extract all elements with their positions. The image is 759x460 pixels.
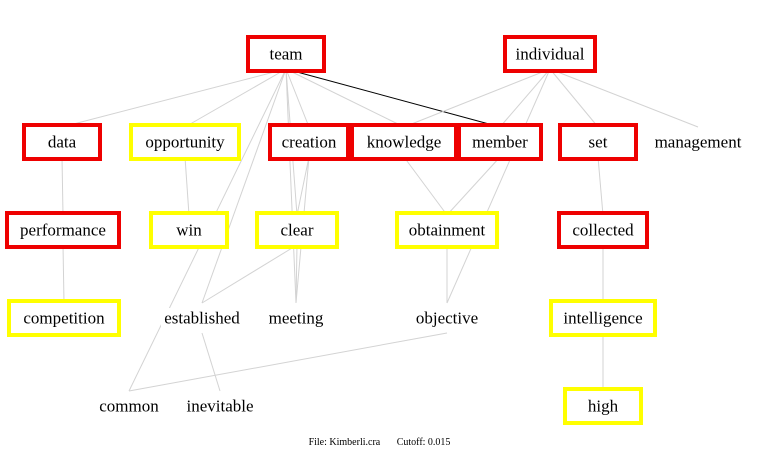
edge-individual-knowledge [403, 68, 551, 128]
edge-team-established [201, 68, 287, 304]
footer-file: File: Kimberli.cra [308, 437, 381, 448]
edge-individual-management [549, 68, 699, 128]
edge-member-obtainment [446, 156, 501, 216]
node-high: high [563, 387, 643, 425]
edge-individual-objective [446, 68, 551, 304]
node-label-knowledge: knowledge [367, 133, 442, 152]
edge-individual-set [549, 68, 599, 128]
nodes-layer: team individual data opportunity creation kno… [5, 35, 749, 425]
node-label-team: team [269, 45, 302, 64]
node-management: management [647, 132, 749, 152]
node-box-member [457, 123, 543, 161]
edge-objective-common [128, 332, 448, 392]
edge-creation-clear [296, 156, 310, 216]
node-obtainment: obtainment [395, 211, 499, 249]
node-label-collected: collected [572, 221, 634, 240]
node-backing-established [161, 308, 243, 328]
node-label-win: win [176, 221, 202, 240]
node-competition: competition [7, 299, 121, 337]
node-backing-common [96, 396, 162, 416]
node-label-competition: competition [23, 309, 105, 328]
node-box-competition [7, 299, 121, 337]
node-backing-inevitable [182, 396, 258, 416]
node-box-clear [255, 211, 339, 249]
edge-individual-member [499, 68, 551, 128]
node-objective: objective [409, 308, 485, 328]
node-label-clear: clear [280, 221, 313, 240]
edge-data-performance [61, 156, 64, 216]
node-label-obtainment: obtainment [409, 221, 486, 240]
node-box-data [22, 123, 102, 161]
node-box-opportunity [129, 123, 241, 161]
node-box-performance [5, 211, 121, 249]
node-box-set [558, 123, 638, 161]
node-box-knowledge [350, 123, 458, 161]
node-clear: clear [255, 211, 339, 249]
node-label-inevitable: inevitable [186, 397, 253, 416]
node-label-creation: creation [282, 133, 337, 152]
node-label-established: established [164, 309, 240, 328]
node-box-creation [268, 123, 350, 161]
node-backing-objective [409, 308, 485, 328]
node-label-individual: individual [516, 45, 585, 64]
node-collected: collected [557, 211, 649, 249]
node-intelligence: intelligence [549, 299, 657, 337]
node-box-high [563, 387, 643, 425]
node-box-win [149, 211, 229, 249]
edge-team-creation [285, 68, 310, 128]
edge-knowledge-obtainment [403, 156, 448, 216]
node-label-common: common [99, 397, 159, 416]
edge-team-opportunity [184, 68, 287, 128]
node-box-obtainment [395, 211, 499, 249]
edge-opportunity-win [184, 156, 190, 216]
node-member: member [457, 123, 543, 161]
node-performance: performance [5, 211, 121, 249]
node-label-member: member [472, 133, 528, 152]
node-box-intelligence [549, 299, 657, 337]
node-individual: individual [503, 35, 597, 73]
node-box-individual [503, 35, 597, 73]
edge-set-collected [597, 156, 604, 216]
node-knowledge: knowledge [350, 123, 458, 161]
edge-clear-meeting [295, 244, 298, 304]
node-box-collected [557, 211, 649, 249]
node-label-objective: objective [416, 309, 478, 328]
node-label-meeting: meeting [269, 309, 324, 328]
node-established: established [161, 308, 243, 328]
node-label-performance: performance [20, 221, 106, 240]
node-label-set: set [589, 133, 608, 152]
edge-team-data [61, 68, 287, 128]
node-set: set [558, 123, 638, 161]
footer-caption: File: Kimberli.cra Cutoff: 0.015 [0, 437, 759, 448]
edge-performance-competition [62, 244, 65, 304]
edge-clear-established [201, 244, 298, 304]
node-data: data [22, 123, 102, 161]
node-win: win [149, 211, 229, 249]
node-label-opportunity: opportunity [145, 133, 225, 152]
footer-cutoff: Cutoff: 0.015 [396, 437, 451, 448]
node-label-data: data [48, 133, 77, 152]
node-opportunity: opportunity [129, 123, 241, 161]
node-box-team [246, 35, 326, 73]
edge-team-member [285, 68, 501, 128]
node-backing-management [647, 132, 749, 152]
edge-established-inevitable [201, 332, 221, 392]
node-meeting: meeting [265, 308, 327, 328]
node-label-management: management [655, 133, 742, 152]
node-team: team [246, 35, 326, 73]
node-creation: creation [268, 123, 350, 161]
node-label-intelligence: intelligence [563, 309, 642, 328]
node-common: common [96, 396, 162, 416]
edge-team-knowledge [285, 68, 405, 128]
node-inevitable: inevitable [182, 396, 258, 416]
edge-team-meeting [285, 68, 297, 304]
node-label-high: high [588, 397, 619, 416]
node-backing-meeting [265, 308, 327, 328]
